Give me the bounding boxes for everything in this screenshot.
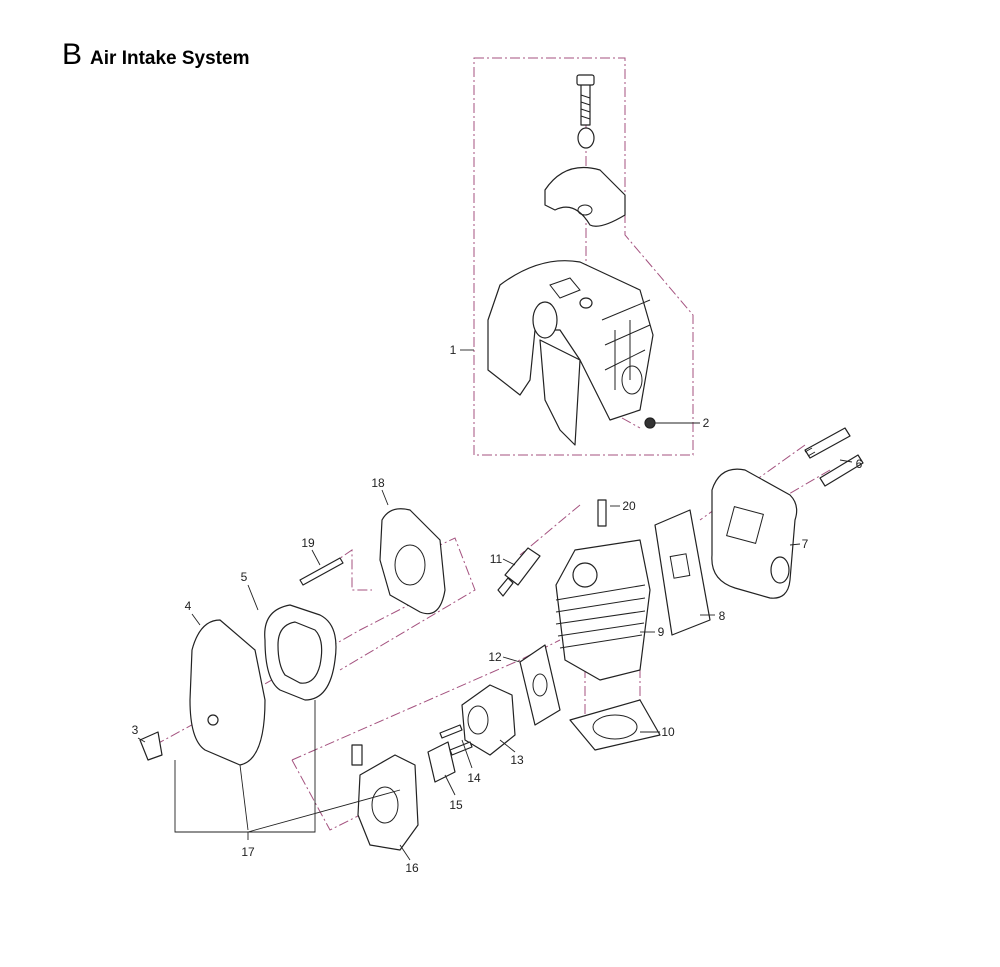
screw-path-19 [329, 549, 372, 591]
callout-10: 10 [661, 725, 675, 739]
callout-4: 4 [185, 599, 192, 613]
cover-bolt [644, 417, 656, 429]
callout-6: 6 [856, 457, 863, 471]
callout-3: 3 [132, 723, 139, 737]
callout-20: 20 [622, 499, 636, 513]
air-filter-base [379, 508, 446, 615]
intake-gasket [519, 644, 561, 726]
callout-11: 11 [490, 552, 503, 566]
cover-assembly-boundary [473, 57, 694, 456]
callout-1: 1 [450, 343, 457, 357]
carb-path [291, 639, 561, 831]
air-filter-cover [189, 619, 266, 766]
callout-7: 7 [802, 537, 809, 551]
cover-screw [576, 74, 595, 149]
callout-14: 14 [467, 771, 481, 785]
muffler [711, 468, 798, 599]
leader-lines [137, 349, 853, 861]
callout-12: 12 [488, 650, 502, 664]
muffler-bolts [804, 427, 864, 487]
callout-19: 19 [301, 536, 315, 550]
axis-line [621, 417, 641, 429]
axis-line [519, 504, 581, 556]
cylinder-cover [487, 260, 654, 446]
section-letter: B [62, 38, 83, 71]
callout-5: 5 [241, 570, 248, 584]
section-title: B Air Intake System [62, 38, 249, 72]
cylinder [555, 499, 651, 681]
insulator [461, 684, 516, 756]
cover-cap [544, 166, 626, 227]
axis-line [699, 444, 806, 521]
callout-16: 16 [405, 861, 419, 875]
callout-2: 2 [703, 416, 710, 430]
callout-9: 9 [658, 625, 665, 639]
callout-8: 8 [719, 609, 726, 623]
filter-screw [299, 557, 344, 586]
callout-18: 18 [371, 476, 385, 490]
base-gasket [569, 699, 661, 751]
filter-knob [139, 731, 163, 761]
carb-gasket [427, 741, 456, 783]
carburetor [351, 744, 419, 851]
muffler-gasket [654, 509, 711, 636]
air-filter-element [264, 604, 337, 701]
section-name: Air Intake System [90, 48, 250, 69]
callout-17: 17 [241, 845, 255, 859]
callout-15: 15 [449, 798, 463, 812]
callout-13: 13 [510, 753, 524, 767]
spark-plug [497, 547, 541, 597]
